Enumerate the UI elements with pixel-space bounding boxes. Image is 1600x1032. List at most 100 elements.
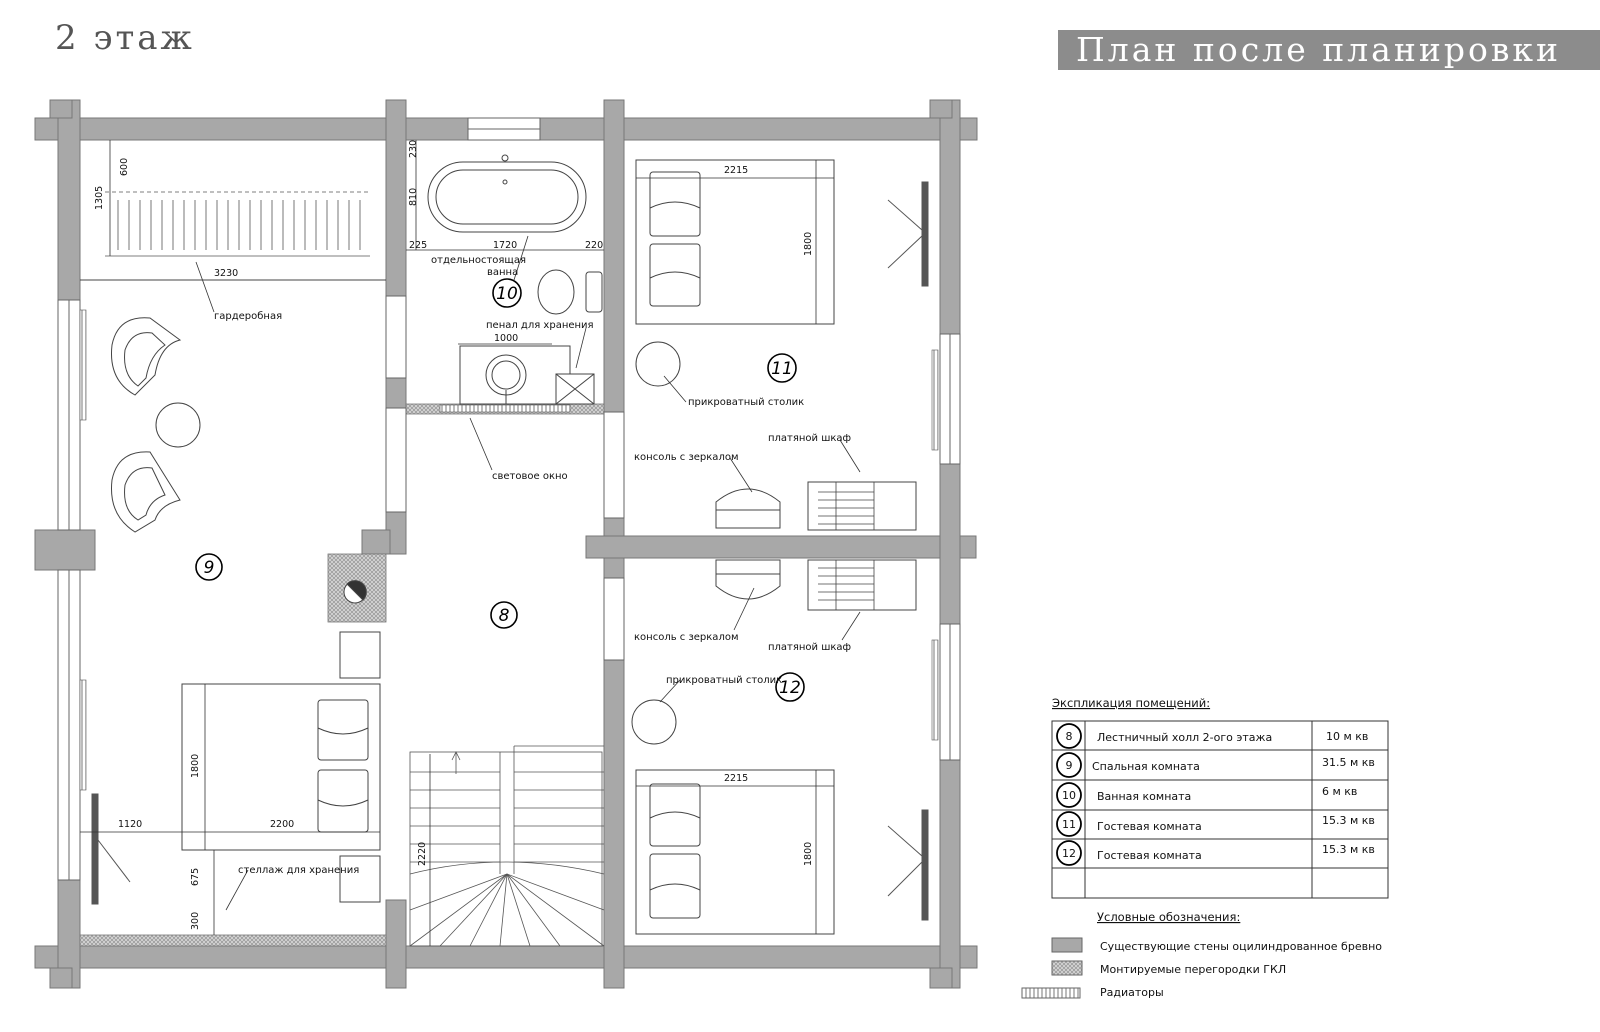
bed-room-11 <box>635 159 917 531</box>
legend: Условные обозначения: Существующие стены… <box>1021 910 1382 999</box>
explication-marker-8 <box>1056 723 1082 749</box>
dim-300: 300 <box>190 912 201 930</box>
room-marker-11 <box>767 353 797 383</box>
room-number-9: 9 <box>204 558 215 578</box>
bed-room-12 <box>631 559 917 935</box>
legend-swatch-log-walls <box>1051 937 1083 953</box>
door-room-11 <box>887 181 929 287</box>
explication-marker-12 <box>1056 840 1082 866</box>
explication-grid <box>1051 720 1389 899</box>
label-skylight: световое окно <box>492 471 568 482</box>
legend-label-radiators: Радиаторы <box>1100 986 1164 999</box>
label-closet-11: платяной шкаф <box>768 433 851 444</box>
dim-220: 220 <box>585 240 603 251</box>
explication: Экспликация помещений: 8 Лестнич <box>1051 696 1389 899</box>
room-marker-9 <box>195 553 223 581</box>
explication-name-11: Гостевая комната <box>1097 820 1202 833</box>
room-marker-10 <box>492 278 522 308</box>
explication-name-8: Лестничный холл 2-ого этажа <box>1097 731 1272 744</box>
wardrobe-rack <box>80 191 386 281</box>
label-storage-case: пенал для хранения <box>486 320 594 331</box>
explication-area-11: 15.3 м кв <box>1322 814 1375 827</box>
legend-swatch-gkl <box>1051 960 1083 976</box>
stair-winder <box>506 873 605 947</box>
label-closet-12: платяной шкаф <box>768 642 851 653</box>
dim-2215-11: 2215 <box>724 165 748 176</box>
legend-label-gkl: Монтируемые перегородки ГКЛ <box>1100 963 1286 976</box>
dim-810: 810 <box>408 188 419 206</box>
dim-230: 230 <box>408 140 419 158</box>
closet-lines-12 <box>818 560 875 610</box>
dim-600: 600 <box>119 158 130 176</box>
stair-winder <box>499 873 508 947</box>
room-marker-8 <box>490 601 518 629</box>
explication-marker-11 <box>1056 811 1082 837</box>
dim-1120: 1120 <box>118 819 142 830</box>
room-number-12: 12 <box>779 678 801 698</box>
stair-winder <box>439 873 508 947</box>
label-nightstand-12: прикроватный столик <box>666 675 782 686</box>
stair-winder <box>409 873 508 947</box>
explication-num-10: 10 <box>1062 789 1076 802</box>
explication-num-11: 11 <box>1062 818 1076 831</box>
dim-1800-11: 1800 <box>803 232 814 256</box>
label-bath-2: ванна <box>487 267 518 278</box>
room-number-11: 11 <box>771 359 793 379</box>
explication-area-8: 10 м кв <box>1326 730 1368 743</box>
dim-1000: 1000 <box>494 333 518 344</box>
dim-2200: 2200 <box>270 819 294 830</box>
explication-name-9: Спальная комната <box>1092 760 1200 773</box>
stair-winder <box>469 873 508 947</box>
label-console-11: консоль с зеркалом <box>634 452 739 463</box>
armchairs <box>110 317 201 533</box>
dim-1800-12: 1800 <box>803 842 814 866</box>
door-room-9 <box>91 793 131 905</box>
dim-1720: 1720 <box>493 240 517 251</box>
dim-2215-12: 2215 <box>724 773 748 784</box>
room-number-10: 10 <box>496 284 518 304</box>
dim-675: 675 <box>190 868 201 886</box>
explication-area-10: 6 м кв <box>1322 785 1357 798</box>
label-bath-1: отдельностоящая <box>431 255 526 266</box>
dim-1305: 1305 <box>94 186 105 210</box>
explication-name-12: Гостевая комната <box>1097 849 1202 862</box>
dim-2220: 2220 <box>417 842 428 866</box>
legend-label-log-walls: Существующие стены оцилиндрованное бревн… <box>1100 940 1382 953</box>
plan-title: План после планировки <box>1076 30 1562 69</box>
door-room-12 <box>887 809 929 921</box>
legend-swatch-radiators <box>1021 987 1081 999</box>
explication-name-10: Ванная комната <box>1097 790 1191 803</box>
dim-3230: 3230 <box>214 268 238 279</box>
explication-title: Экспликация помещений: <box>1052 696 1210 710</box>
dim-225: 225 <box>409 240 427 251</box>
label-storage-rack: стеллаж для хранения <box>238 865 359 876</box>
log-walls <box>34 99 978 989</box>
stair-winder <box>506 873 531 947</box>
staircase <box>409 745 605 947</box>
explication-num-12: 12 <box>1062 847 1076 860</box>
room-number-8: 8 <box>499 606 510 626</box>
leader-lines <box>195 235 861 911</box>
bathroom-fixtures <box>427 154 603 405</box>
radiators <box>79 309 939 791</box>
stair-winder <box>506 873 561 947</box>
explication-marker-10 <box>1056 782 1082 808</box>
explication-area-9: 31.5 м кв <box>1322 756 1375 769</box>
bed-room-9 <box>181 683 381 903</box>
closet-lines-11 <box>818 482 875 530</box>
dim-1800-9: 1800 <box>190 754 201 778</box>
label-console-12: консоль с зеркалом <box>634 632 739 643</box>
explication-marker-9 <box>1056 752 1082 778</box>
stove <box>339 580 381 679</box>
explication-num-9: 9 <box>1066 759 1073 772</box>
legend-title: Условные обозначения: <box>1097 910 1240 924</box>
stair-winder <box>506 873 605 911</box>
explication-num-8: 8 <box>1066 730 1073 743</box>
room-marker-12 <box>775 672 805 702</box>
label-wardrobe: гардеробная <box>214 311 282 322</box>
room-markers <box>195 278 805 702</box>
dimension-lines <box>80 140 834 946</box>
explication-area-12: 15.3 м кв <box>1322 843 1375 856</box>
